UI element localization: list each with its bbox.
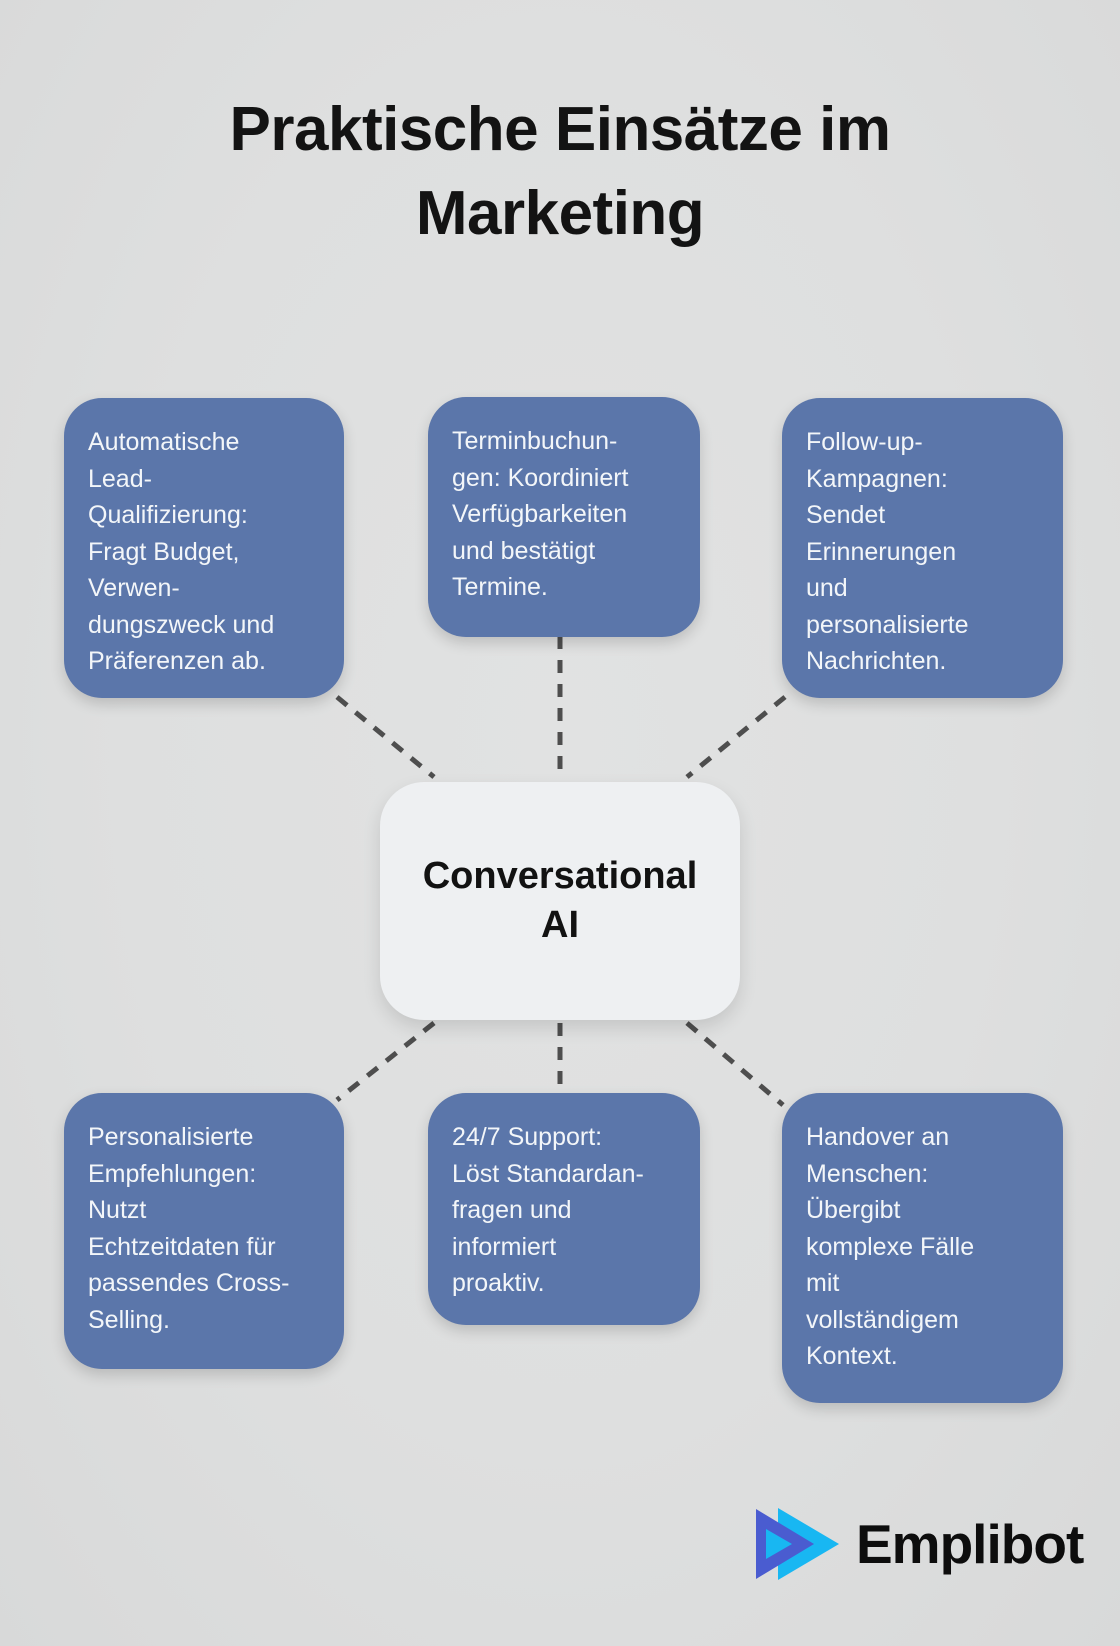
node-text-line: Sendet (806, 501, 886, 529)
node-text-line: Qualifizierung: (88, 501, 248, 529)
node-text-line: Selling. (88, 1305, 170, 1334)
node-24-7-support: 24/7 Support: Löst Standardan- fragen un… (428, 1093, 700, 1325)
node-handover-an-menschen: Handover an Menschen: Übergibt komplexe … (782, 1093, 1063, 1403)
node-text-line: Übergibt (806, 1196, 901, 1224)
node-text-line: Termine. (452, 573, 548, 601)
node-text-line: mit (806, 1269, 840, 1297)
node-text-line: dungszweck und (88, 610, 275, 639)
node-text-line: Echtzeitdaten für (88, 1232, 276, 1261)
node-text-line: proaktiv. (452, 1269, 545, 1297)
node-text-line: Automatische (88, 428, 240, 456)
node-text-line: Kampagnen: (806, 464, 948, 493)
node-text-line: vollständigem (806, 1305, 959, 1334)
center-node-line-2: AI (541, 904, 579, 946)
node-text-line: Präferenzen ab. (88, 647, 266, 675)
node-text-line: komplexe Fälle (806, 1232, 975, 1261)
node-text-line: Handover an (806, 1123, 950, 1151)
node-text-line: passendes Cross- (88, 1269, 290, 1297)
emplibot-logo: Emplibot (753, 1503, 1084, 1585)
node-automatische-lead-qualifizierung: Automatische Lead- Qualifizierung: Fragt… (64, 398, 344, 698)
node-text-line: Kontext. (806, 1342, 898, 1370)
node-conversational-ai: Conversational AI (380, 782, 740, 1020)
connector-bottom-left (335, 1021, 436, 1102)
node-follow-up-kampagnen: Follow-up- Kampagnen: Sendet Erinnerunge… (782, 398, 1063, 698)
node-personalisierte-empfehlungen: Personalisierte Empfehlungen: Nutzt Echt… (64, 1093, 344, 1369)
page-title-line-2: Marketing (415, 179, 705, 248)
center-node-line-1: Conversational (422, 855, 698, 897)
node-text-line: Terminbuchun- (452, 427, 618, 455)
node-text-line: und (806, 574, 848, 602)
node-text-line: und bestätigt (452, 536, 596, 565)
node-text-line: Menschen: (806, 1159, 929, 1188)
node-text-line: Empfehlungen: (88, 1159, 257, 1188)
node-text-line: Nachrichten. (806, 647, 947, 675)
node-text-line: 24/7 Support: (452, 1123, 603, 1151)
emplibot-wordmark: Emplibot (856, 1513, 1084, 1575)
node-text-line: Follow-up- (806, 428, 923, 456)
node-text-line: informiert (452, 1232, 557, 1261)
connector-top-left (335, 695, 436, 779)
connector-bottom-right (685, 1021, 785, 1107)
node-text-line: Personalisierte (88, 1123, 254, 1151)
node-text-line: Löst Standardan- (452, 1159, 644, 1188)
play-triangles-icon (756, 1508, 839, 1580)
node-text-line: fragen und (452, 1196, 572, 1224)
node-text-line: Erinnerungen (806, 537, 957, 566)
node-text-line: personalisierte (806, 610, 969, 639)
node-text-line: gen: Koordiniert (452, 463, 629, 492)
node-text-line: Fragt Budget, (88, 537, 240, 566)
connector-top-right (685, 695, 787, 779)
node-text-line: Nutzt (88, 1196, 147, 1224)
node-text-line: Verfügbarkeiten (452, 500, 628, 528)
page-title-line-1: Praktische Einsätze im (229, 95, 891, 164)
page-title: Praktische Einsätze im Marketing (0, 88, 1120, 256)
node-text-line: Lead- (88, 464, 152, 493)
node-text-line: Verwen- (88, 574, 180, 602)
node-terminbuchungen: Terminbuchun- gen: Koordiniert Verfügbar… (428, 397, 700, 637)
